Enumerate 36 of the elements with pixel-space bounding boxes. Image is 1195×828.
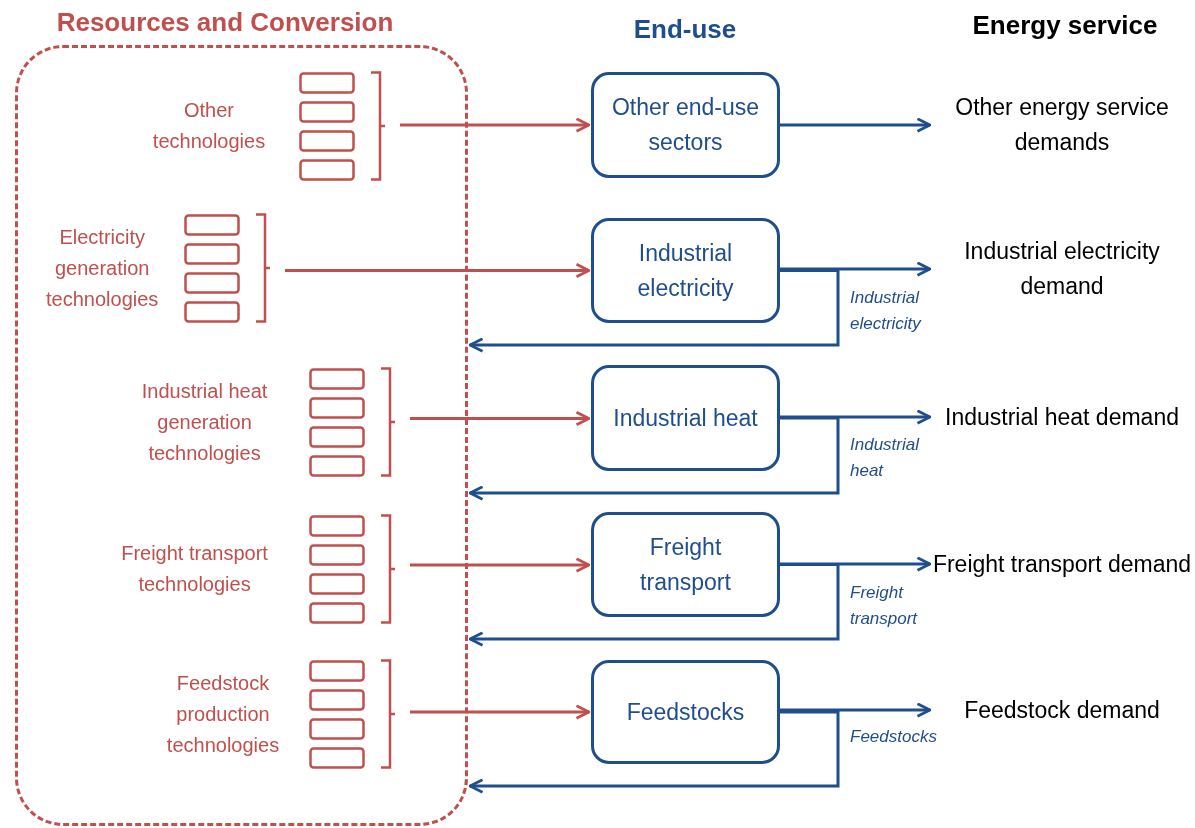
arrow [410, 410, 591, 427]
arrow [285, 262, 591, 279]
arrow [780, 409, 932, 425]
technology-label: Freight transport technologies [120, 541, 269, 597]
technology-label: Feedstock production technologies [165, 670, 281, 758]
technology-label: Other technologies [151, 98, 267, 154]
end-use-box [591, 512, 780, 617]
end-use-box [591, 660, 780, 764]
column-heading: End-use [632, 13, 738, 46]
arrow [410, 704, 591, 720]
end-use-label: Industrial heat [613, 403, 758, 433]
end-use-box [591, 365, 780, 471]
service-demand-label: Freight transport demand [932, 549, 1192, 579]
end-use-label: Other end-use sectors [611, 93, 760, 157]
column-heading: Energy service [971, 9, 1159, 42]
end-use-label: Feedstocks [626, 697, 745, 727]
service-demand-label: Other energy service demands [954, 93, 1170, 157]
arrow [468, 563, 840, 647]
region-heading: Resources and Conversion [55, 6, 395, 39]
service-demand-label: Feedstock demand [964, 695, 1160, 725]
end-use-label: Industrial electricity [636, 238, 735, 303]
arrow [780, 117, 932, 133]
arrow [468, 416, 840, 501]
arrow [410, 557, 591, 573]
arrow [400, 117, 591, 133]
technology-label: Industrial heat generation technologies [140, 378, 269, 466]
arrow [468, 710, 840, 794]
service-demand-label: Industrial heat demand [945, 402, 1179, 432]
arrow [468, 269, 840, 353]
technology-label: Electricity generation technologies [45, 224, 160, 312]
end-use-label: Freight transport [639, 532, 732, 597]
service-demand-label: Industrial electricity demand [963, 237, 1161, 301]
arrow [780, 261, 932, 277]
end-use-box [591, 218, 780, 323]
end-use-box [591, 72, 780, 178]
arrow [780, 702, 932, 718]
